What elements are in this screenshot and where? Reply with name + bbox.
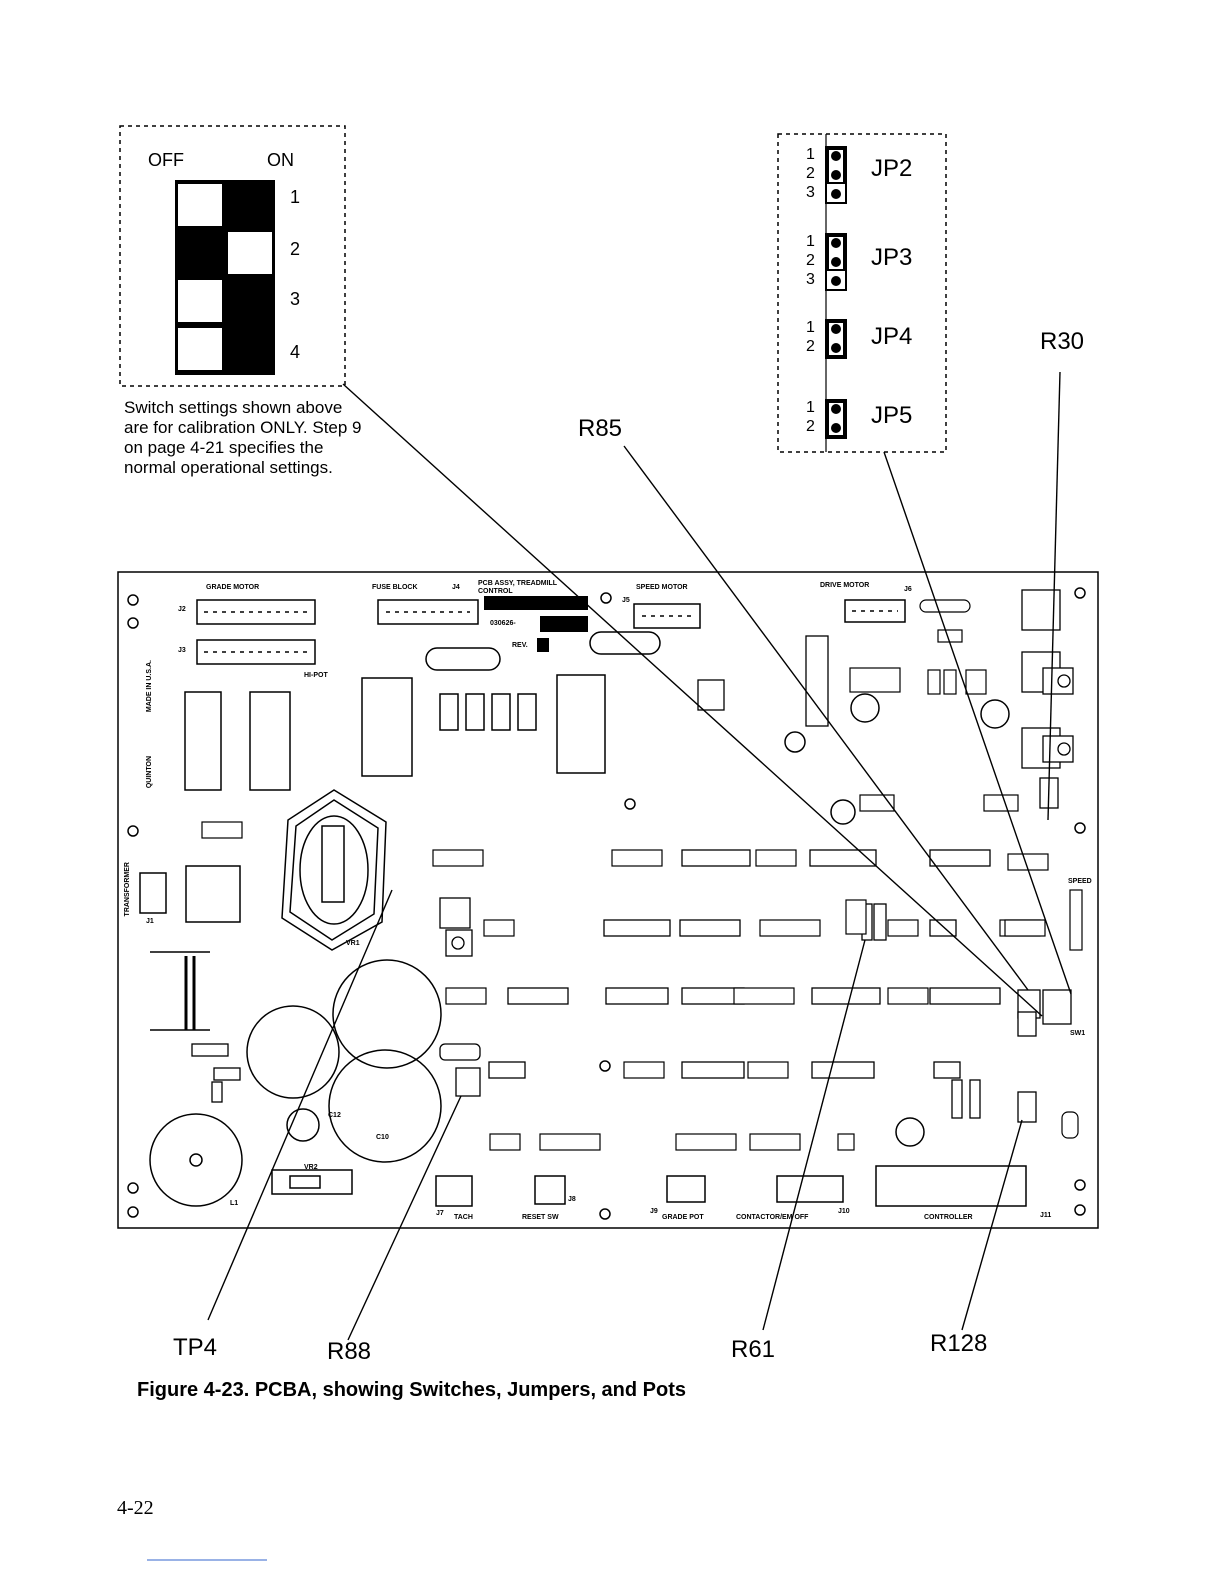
jp2-pin-1: 1 <box>806 146 815 163</box>
leader-tp4 <box>207 889 393 1321</box>
leader-dip-switch <box>342 383 1043 1017</box>
callout-r128: R128 <box>930 1330 988 1357</box>
callout-r85: R85 <box>578 415 623 442</box>
pcb-label-grade-pot: GRADE POT <box>662 1214 704 1221</box>
jp3-pin-3: 3 <box>806 271 815 288</box>
pcb-label-l1: L1 <box>230 1200 239 1207</box>
jp5-label: JP5 <box>871 402 913 429</box>
pcb-label-hi-pot: HI-POT <box>304 672 328 679</box>
dip-off-label: OFF <box>148 150 184 170</box>
dip-switch-body <box>175 180 275 375</box>
jp2-pin-2: 2 <box>806 165 815 182</box>
jp5-header <box>825 399 847 439</box>
dip-position-4-label: 4 <box>290 342 301 362</box>
figure-caption: Figure 4-23. PCBA, showing Switches, Jum… <box>137 1379 687 1401</box>
pcb-label-vr2: VR2 <box>304 1164 318 1171</box>
pcb-label-j3: J3 <box>178 647 186 654</box>
dip-position-3-knob <box>178 280 222 322</box>
leader-r88 <box>347 1095 462 1341</box>
pcb-label-made-in-usa: MADE IN U.S.A. <box>146 660 153 713</box>
dip-position-3-label: 3 <box>290 289 301 309</box>
callout-tp4: TP4 <box>173 1334 218 1361</box>
pcb-label-rev: REV. <box>512 642 528 649</box>
leader-r128 <box>961 1119 1023 1331</box>
jp5-pin-1: 1 <box>806 399 815 416</box>
jp4-pin-2: 2 <box>806 338 815 355</box>
pcb-label-j10: J10 <box>838 1208 850 1215</box>
dip-position-1-knob <box>178 184 222 226</box>
pcb-label-vr1: VR1 <box>346 940 360 947</box>
jp4-header <box>825 319 847 359</box>
jp2-pin-3: 3 <box>806 184 815 201</box>
leader-r30 <box>1047 371 1061 821</box>
pcb-label-tach: TACH <box>454 1214 473 1221</box>
pcb-label-j5: J5 <box>622 597 630 604</box>
pcb-label-contactor: CONTACTOR/EM OFF <box>736 1214 809 1221</box>
pcb-label-reset-sw: RESET SW <box>522 1214 559 1221</box>
relays <box>184 674 606 923</box>
jp2-label: JP2 <box>871 155 913 182</box>
jp4-pin-1: 1 <box>806 319 815 336</box>
pcb-label-j8: J8 <box>568 1196 576 1203</box>
page-number: 4-22 <box>117 1497 154 1519</box>
pcb-label-speed-motor: SPEED MOTOR <box>636 584 688 591</box>
pcb-label-speed: SPEED <box>1068 878 1092 885</box>
pcb-label-controller: CONTROLLER <box>924 1214 973 1221</box>
dip-position-2-knob <box>228 232 272 274</box>
pcb-label-assy: PCB ASSY, TREADMILL CONTROL <box>478 580 557 595</box>
pcb-label-j1: J1 <box>146 918 154 925</box>
callout-r30: R30 <box>1040 328 1085 355</box>
dip-position-1-label: 1 <box>290 187 301 207</box>
pcb-label-fuse-block: FUSE BLOCK <box>372 584 418 591</box>
connectors <box>139 599 1027 1207</box>
leader-r85 <box>623 445 1029 991</box>
calibration-note: Switch settings shown above are for cali… <box>124 398 362 477</box>
jp3-label: JP3 <box>871 244 913 271</box>
jumper-frame <box>777 133 947 453</box>
jp4-label: JP4 <box>871 323 913 350</box>
dip-position-2-label: 2 <box>290 239 301 259</box>
dip-position-4-knob <box>178 328 222 370</box>
jp3-pin-1: 1 <box>806 233 815 250</box>
mounting-holes <box>127 587 1086 1220</box>
ics <box>191 589 1072 1123</box>
pcb-label-j11: J11 <box>1040 1212 1052 1219</box>
pcb-label-c10: C10 <box>376 1134 389 1141</box>
pcb-label-j4: J4 <box>452 584 460 591</box>
jp5-pin-2: 2 <box>806 418 815 435</box>
pcb-label-j9: J9 <box>650 1208 658 1215</box>
dip-switch-frame <box>119 125 346 387</box>
pcb-label-quinton: QUINTON <box>146 756 153 789</box>
pcb-label-grade-motor: GRADE MOTOR <box>206 584 260 591</box>
pcb-label-j6: J6 <box>904 586 912 593</box>
pcb-label-sw1: SW1 <box>1070 1030 1086 1037</box>
pcb-label-c12: C12 <box>328 1112 341 1119</box>
pcb-label-part-no: 030626- <box>490 620 516 627</box>
leader-r61 <box>762 939 866 1331</box>
leader-lines <box>207 371 1072 1341</box>
large-capacitors <box>149 693 1010 1207</box>
callout-r61: R61 <box>731 1336 776 1363</box>
pcb-label-j7: J7 <box>436 1210 444 1217</box>
pcb-label-drive-motor: DRIVE MOTOR <box>820 582 870 589</box>
leader-jumpers <box>883 451 1072 995</box>
jp3-pin-2: 2 <box>806 252 815 269</box>
regulator-vr1 <box>281 789 387 951</box>
jp3-header <box>825 233 847 291</box>
pcb-label-j2: J2 <box>178 606 186 613</box>
dip-on-label: ON <box>267 150 294 170</box>
callout-r88: R88 <box>327 1338 372 1365</box>
jp2-header <box>825 146 847 204</box>
pcb-label-transformer: TRANSFORMER <box>124 862 131 917</box>
